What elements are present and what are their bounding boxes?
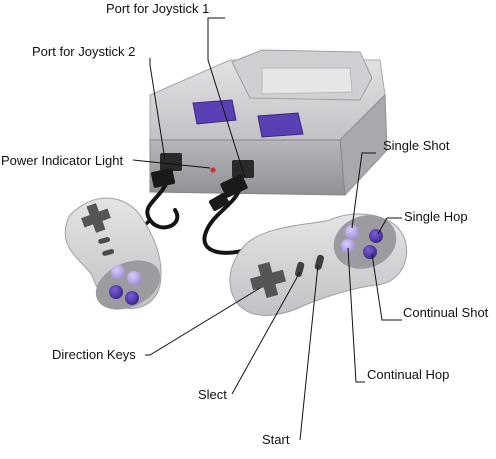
power-indicator-led	[210, 167, 216, 173]
leader-continual-shot	[371, 253, 402, 321]
controller-right	[229, 213, 407, 316]
dpad-left	[81, 203, 111, 233]
console	[149, 49, 388, 197]
leader-port-joystick-1	[207, 17, 246, 179]
leader-lines	[132, 17, 402, 441]
leader-power-indicator	[132, 159, 211, 169]
leader-single-hop	[377, 217, 402, 235]
label-power-indicator-light: Power Indicator Light	[1, 153, 124, 168]
power-switch-button	[192, 99, 237, 125]
leader-slect	[231, 271, 301, 395]
label-single-shot: Single Shot	[383, 138, 450, 153]
label-slect: Slect	[198, 387, 227, 402]
label-port-joystick-1: Port for Joystick 1	[106, 1, 210, 16]
label-direction-keys: Direction Keys	[52, 347, 136, 362]
label-port-joystick-2: Port for Joystick 2	[32, 44, 136, 59]
label-single-hop: Single Hop	[404, 209, 468, 224]
leader-single-shot	[351, 152, 376, 229]
leader-port-joystick-2	[149, 58, 166, 161]
joystick-port-1	[232, 160, 254, 178]
joystick-port-2	[160, 153, 182, 171]
label-continual-shot: Continual Shot	[403, 305, 489, 320]
label-start: Start	[262, 432, 290, 447]
leader-direction-keys	[145, 287, 261, 356]
leader-start	[299, 264, 319, 441]
leader-continual-hop	[347, 247, 365, 383]
reset-button	[257, 112, 304, 138]
controller-left	[64, 197, 162, 310]
controller-cables	[118, 168, 302, 255]
label-continual-hop: Continual Hop	[367, 367, 450, 382]
dpad-right	[250, 262, 286, 298]
